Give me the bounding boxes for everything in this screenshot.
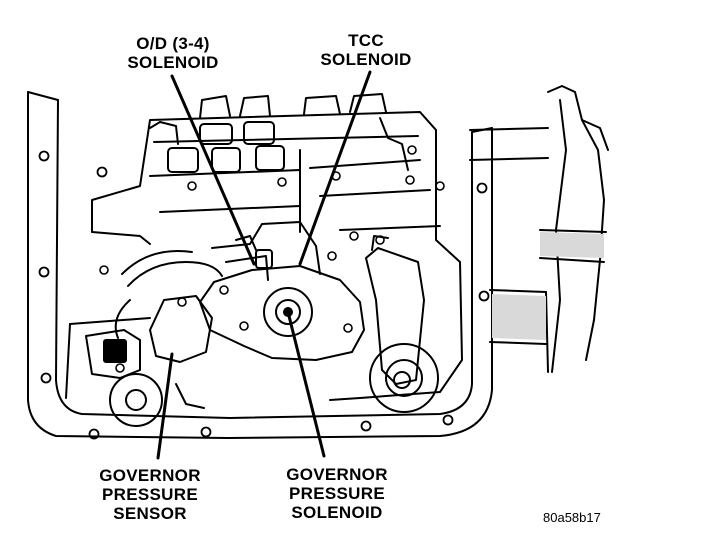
shading: [492, 232, 604, 340]
valve-spools: [149, 93, 409, 173]
governor-pressure-solenoid-label-line1: GOVERNOR: [286, 465, 388, 484]
governor-pressure-sensor-label: GOVERNOR PRESSURE SENSOR: [70, 466, 230, 523]
governor-pressure-solenoid-label: GOVERNOR PRESSURE SOLENOID: [262, 465, 412, 522]
governor-pressure-solenoid-label-line3: SOLENOID: [291, 503, 383, 522]
transmission-case: [469, 85, 609, 373]
tcc-solenoid-label-line2: SOLENOID: [320, 50, 412, 69]
figure-id: 80a58b17: [543, 510, 601, 525]
valve-body-bolts: [99, 145, 445, 373]
oil-pan-rail: [27, 91, 493, 439]
governor-pressure-sensor-label-line2: PRESSURE: [102, 485, 198, 504]
governor-pressure-solenoid-label-line2: PRESSURE: [289, 484, 385, 503]
od-solenoid-label-line2: SOLENOID: [127, 53, 219, 72]
lower-rollers: [109, 343, 439, 427]
leader-lines: [156, 70, 372, 460]
pressure-sensor-assembly: [85, 250, 223, 379]
solenoid-assembly: [199, 221, 365, 361]
pan-bolts: [38, 150, 490, 440]
tcc-solenoid-label-line1: TCC: [348, 31, 384, 50]
tcc-lever-arm: [365, 235, 425, 389]
tcc-solenoid-label: TCC SOLENOID: [296, 31, 436, 69]
governor-pressure-sensor-label-line1: GOVERNOR: [99, 466, 201, 485]
governor-pressure-sensor-label-line3: SENSOR: [113, 504, 187, 523]
od-solenoid-label-line1: O/D (3-4): [136, 34, 210, 53]
od-solenoid-label: O/D (3-4) SOLENOID: [98, 34, 248, 72]
